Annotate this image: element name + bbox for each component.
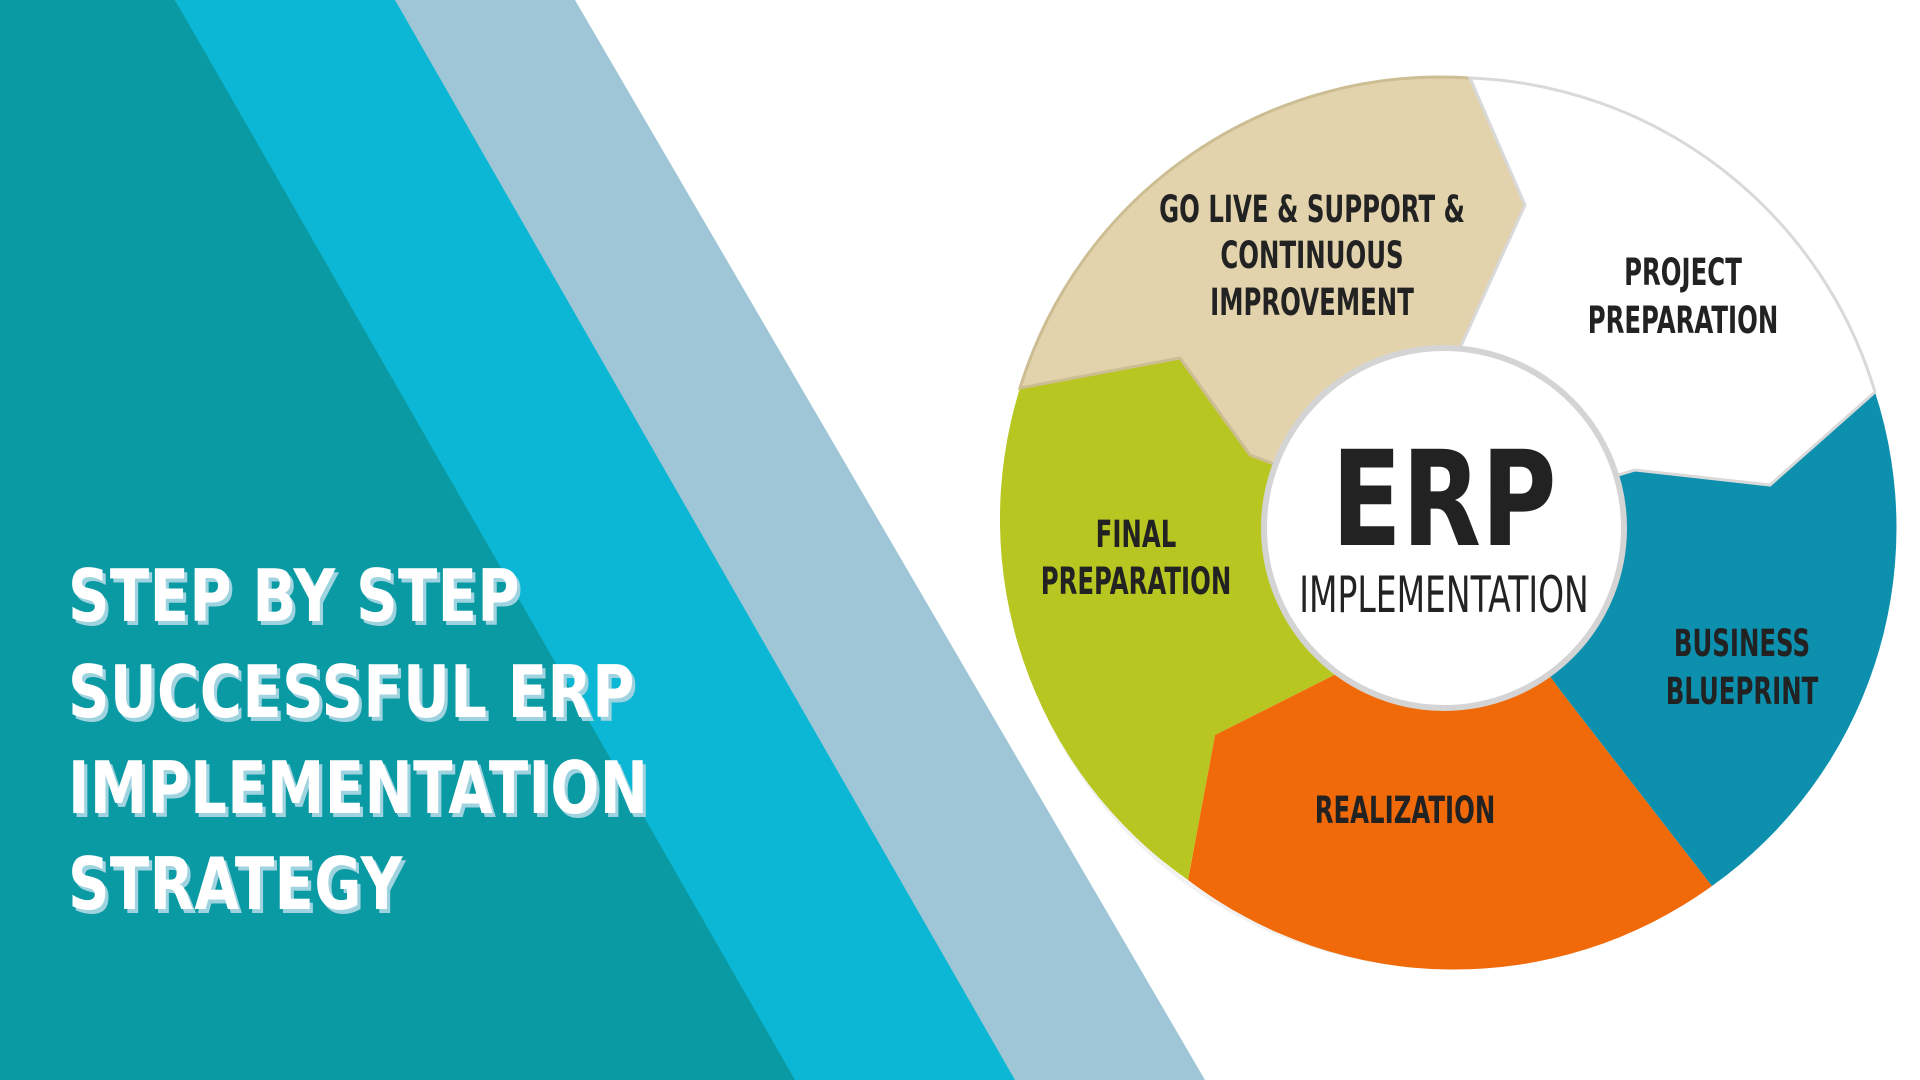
label-go-live-line-2: CONTINUOUS [1220, 235, 1403, 277]
label-go-live: GO LIVE & SUPPORT & CONTINUOUS IMPROVEME… [1159, 189, 1465, 324]
center-title: ERP [1331, 422, 1556, 576]
label-realization-line-1: REALIZATION [1315, 790, 1496, 832]
label-project-preparation: PROJECT PREPARATION [1588, 252, 1779, 342]
label-business-blueprint-line-2: BLUEPRINT [1666, 671, 1819, 713]
label-realization: REALIZATION [1315, 790, 1496, 832]
headline-line-3: IMPLEMENTATION [68, 746, 649, 830]
erp-cycle-diagram: ERP IMPLEMENTATION GO LIVE & SUPPORT & C… [999, 75, 1897, 970]
label-business-blueprint-line-1: BUSINESS [1674, 623, 1810, 665]
label-go-live-line-1: GO LIVE & SUPPORT & [1159, 189, 1465, 231]
label-go-live-line-3: IMPROVEMENT [1210, 282, 1414, 324]
segment-realization [1188, 528, 1712, 970]
cyan-band [175, 0, 1015, 1080]
label-business-blueprint: BUSINESS BLUEPRINT [1666, 623, 1819, 713]
headline-line-2: SUCCESSFUL ERP [68, 650, 635, 734]
label-final-preparation-line-2: PREPARATION [1041, 561, 1232, 603]
center-hub [1261, 345, 1627, 711]
light-blue-band [395, 0, 1205, 1080]
headline-line-1: STEP BY STEP [68, 554, 521, 638]
label-final-preparation: FINAL PREPARATION [1041, 514, 1232, 603]
teal-band [0, 0, 795, 1080]
center-subtitle: IMPLEMENTATION [1299, 566, 1588, 624]
label-project-preparation-line-1: PROJECT [1624, 252, 1742, 294]
headline-line-4: STRATEGY [68, 842, 403, 926]
label-final-preparation-line-1: FINAL [1096, 514, 1177, 556]
headline: STEP BY STEP SUCCESSFUL ERP IMPLEMENTATI… [68, 548, 648, 932]
label-project-preparation-line-2: PREPARATION [1588, 300, 1779, 342]
